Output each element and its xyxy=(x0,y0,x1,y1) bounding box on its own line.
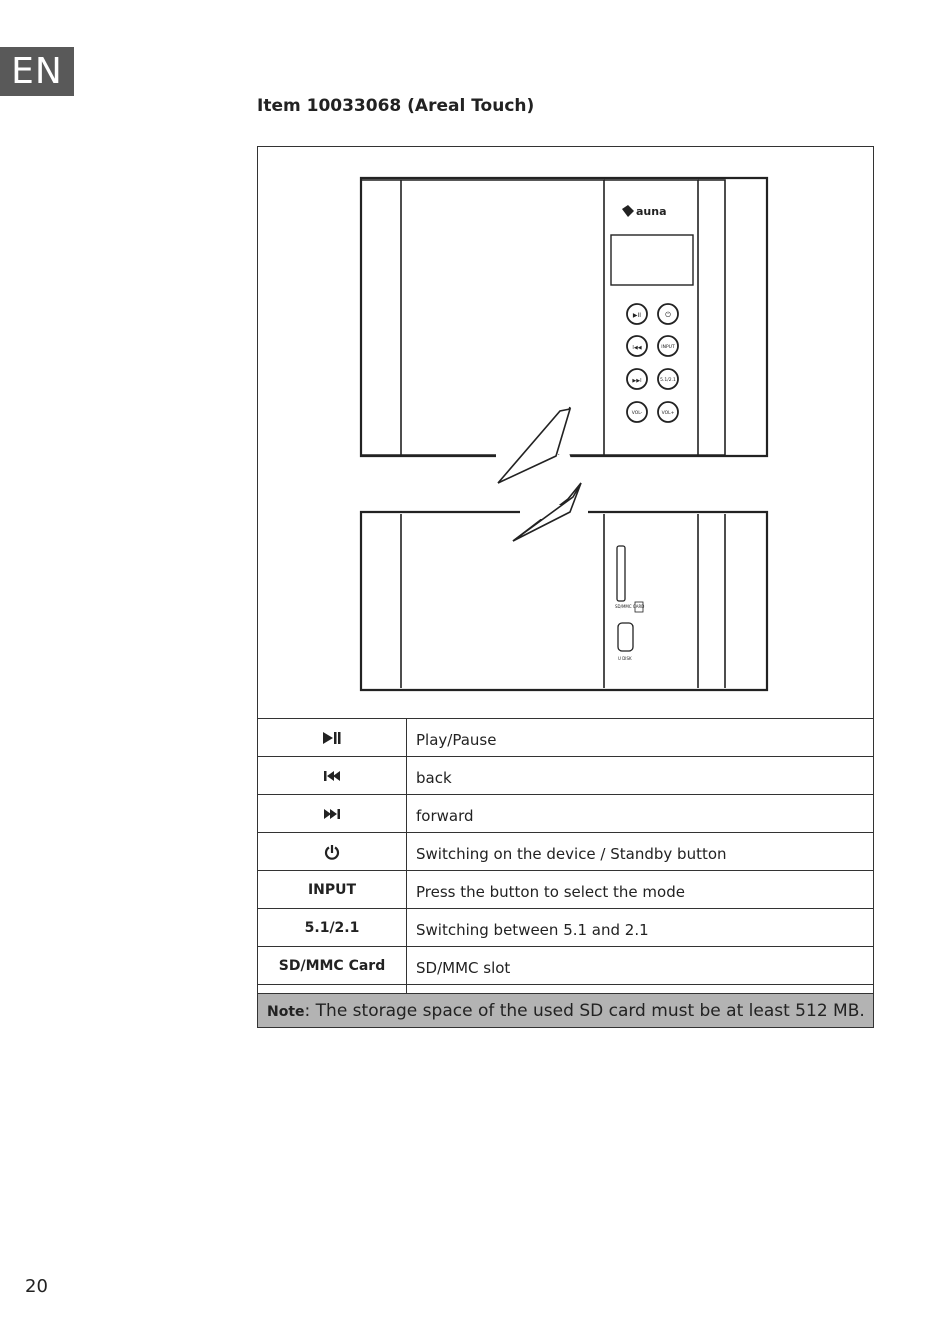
forward-button: ▶▶I xyxy=(626,368,648,390)
svg-text:5.1/2.1: 5.1/2.1 xyxy=(660,377,676,383)
legend-key: 5.1/2.1 xyxy=(258,908,407,947)
legend-key xyxy=(258,718,407,757)
legend-value: Press the button to select the mode xyxy=(406,870,873,909)
svg-text:I◀◀: I◀◀ xyxy=(632,345,641,351)
legend-key: INPUT xyxy=(258,870,407,909)
legend-key xyxy=(258,756,407,795)
power-icon xyxy=(324,844,340,860)
svg-text:INPUT: INPUT xyxy=(661,344,675,350)
table-row: back xyxy=(258,756,873,795)
legend-key xyxy=(258,794,407,833)
power-button: ⏻ xyxy=(657,303,679,325)
vol-plus-button: VOL+ xyxy=(657,401,679,423)
legend-value: Switching on the device / Standby button xyxy=(406,832,873,871)
product-table: auna ▶II ⏻ I◀◀ INPUT ▶▶I xyxy=(257,146,874,1028)
table-row: Switching on the device / Standby button xyxy=(258,832,873,871)
svg-text:VOL+: VOL+ xyxy=(662,410,675,416)
back-button: I◀◀ xyxy=(626,335,648,357)
svg-text:VOL-: VOL- xyxy=(632,410,643,416)
svg-text:⏻: ⏻ xyxy=(665,311,671,319)
usb-port-label: U DISK xyxy=(618,656,632,661)
storage-note: Note: The storage space of the used SD c… xyxy=(258,993,873,1027)
note-text: : The storage space of the used SD card … xyxy=(304,1001,865,1021)
sd-slot-label: SD/MMC CARD xyxy=(615,604,644,609)
page-title: Item 10033068 (Areal Touch) xyxy=(257,96,535,116)
input-button: INPUT xyxy=(657,335,679,357)
svg-text:auna: auna xyxy=(636,205,667,218)
legend-value: SD/MMC slot xyxy=(406,946,873,985)
play-pause-button: ▶II xyxy=(626,303,648,325)
table-row: Play/Pause xyxy=(258,718,873,757)
device-diagram: auna ▶II ⏻ I◀◀ INPUT ▶▶I xyxy=(359,176,769,692)
auna-logo: auna xyxy=(622,205,667,218)
legend-value: forward xyxy=(406,794,873,833)
table-row: SD/MMC Card SD/MMC slot xyxy=(258,946,873,985)
table-row: forward xyxy=(258,794,873,833)
table-row: INPUT Press the button to select the mod… xyxy=(258,870,873,909)
play-pause-icon xyxy=(323,731,341,744)
note-label: Note xyxy=(267,1004,305,1020)
page-number: 20 xyxy=(25,1276,48,1297)
vol-minus-button: VOL- xyxy=(626,401,648,423)
skip-forward-icon xyxy=(324,808,340,819)
legend-key: SD/MMC Card xyxy=(258,946,407,985)
svg-text:▶▶I: ▶▶I xyxy=(632,378,641,384)
skip-back-icon xyxy=(324,770,340,781)
legend-key xyxy=(258,832,407,871)
legend-value: Play/Pause xyxy=(406,718,873,757)
legend-value: back xyxy=(406,756,873,795)
legend-value: Switching between 5.1 and 2.1 xyxy=(406,908,873,947)
table-row: 5.1/2.1 Switching between 5.1 and 2.1 xyxy=(258,908,873,947)
button-legend-table: Play/Pause back forward Switching on the… xyxy=(258,718,873,1022)
mode-51-21-button: 5.1/2.1 xyxy=(657,368,679,390)
language-tab: EN xyxy=(0,47,74,96)
svg-text:▶II: ▶II xyxy=(633,312,641,319)
